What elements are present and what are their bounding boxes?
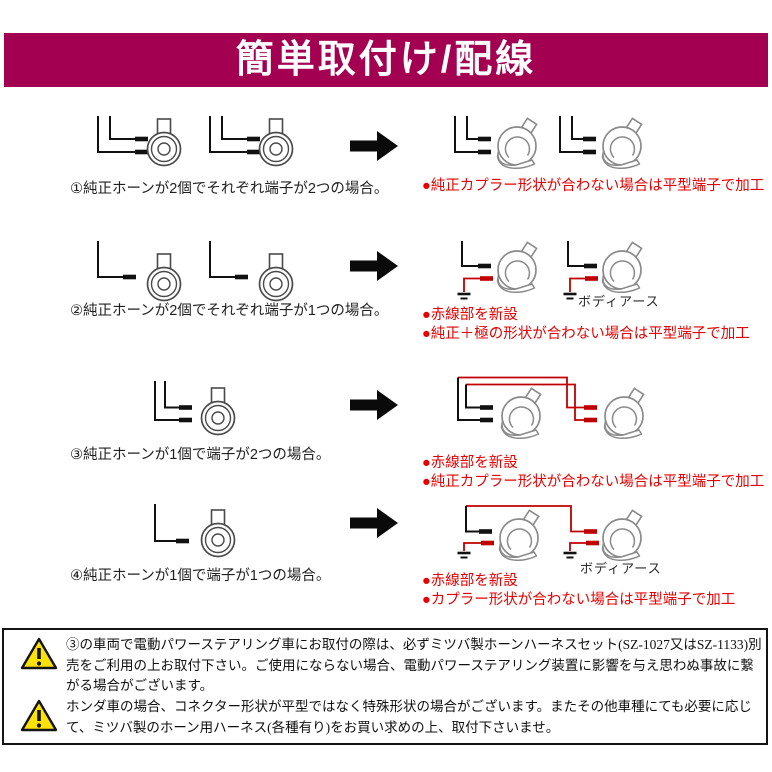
new-horn-icon xyxy=(498,509,540,562)
row3-after-diagram xyxy=(457,376,645,440)
row1-before-diagram xyxy=(97,116,294,167)
row1-caption: ①純正ホーンが2個でそれぞれ端子が2つの場合。 xyxy=(70,181,389,197)
row4-before-diagram xyxy=(154,504,236,558)
ground-icon xyxy=(456,551,472,559)
new-horn-icon xyxy=(603,387,645,440)
page-title: 簡単取付け/配線 xyxy=(235,39,537,81)
row3-caption: ③純正ホーンが1個で端子が2つの場合。 xyxy=(70,447,331,463)
row2-before-diagram xyxy=(97,241,294,302)
row2-note: ●純正＋極の形状が合わない場合は平型端子で加工 xyxy=(422,326,750,342)
row4-note: ●赤線部を新設 xyxy=(422,573,518,589)
warning-triangle-icon xyxy=(20,699,58,732)
arrow-right-icon xyxy=(350,251,398,281)
warning-text: ホンダ車の場合、コネクター形状が平型ではなく特殊形状の場合がございます。またその… xyxy=(66,699,752,735)
stock-horn-icon xyxy=(146,253,182,302)
new-horn-icon xyxy=(500,387,542,440)
new-red-wires xyxy=(463,276,598,292)
row1-after-diagram xyxy=(454,116,643,170)
stock-horn-icon xyxy=(258,118,294,167)
row4-note: ●カプラー形状が合わない場合は平型端子で加工 xyxy=(422,592,736,608)
row2-ground-label: ボディアース xyxy=(578,294,660,309)
stock-horn-icon xyxy=(258,253,294,302)
stock-horn-icon xyxy=(200,509,236,558)
stock-horn-icon xyxy=(146,118,182,167)
arrow-right-icon xyxy=(350,131,398,161)
new-red-wires xyxy=(458,376,597,423)
new-horn-icon xyxy=(496,241,538,294)
new-horn-icon xyxy=(601,117,643,170)
wiring-diagram xyxy=(97,116,645,562)
stock-horn-icon xyxy=(200,387,236,436)
header-banner: 簡単取付け/配線 xyxy=(4,33,768,87)
row2-after-diagram xyxy=(456,241,643,300)
row3-note: ●純正カプラー形状が合わない場合は平型端子で加工 xyxy=(422,474,765,490)
row4-caption: ④純正ホーンが1個で端子が1つの場合。 xyxy=(70,568,331,584)
ground-icon xyxy=(562,551,578,559)
row1-note: ●純正カプラー形状が合わない場合は平型端子で加工 xyxy=(422,178,765,194)
row2-note: ●赤線部を新設 xyxy=(422,307,518,323)
row4-after-diagram xyxy=(456,505,643,562)
warning-text: ③の車両で電動パワーステアリング車にお取付の際は、必ずミツバ製ホーンハーネスセッ… xyxy=(66,637,762,694)
caution-box: ③の車両で電動パワーステアリング車にお取付の際は、必ずミツバ製ホーンハーネスセッ… xyxy=(2,628,768,745)
new-horn-icon xyxy=(601,241,643,294)
arrow-right-icon xyxy=(350,390,398,420)
row4-ground-label: ボディアース xyxy=(580,561,662,576)
row3-note: ●赤線部を新設 xyxy=(422,455,518,471)
ground-icon xyxy=(456,292,472,300)
row2-caption: ②純正ホーンが2個でそれぞれ端子が1つの場合。 xyxy=(70,303,389,319)
new-horn-icon xyxy=(601,509,643,562)
row3-before-diagram xyxy=(154,381,236,436)
new-red-wires xyxy=(463,505,599,551)
new-horn-icon xyxy=(496,117,538,170)
arrow-right-icon xyxy=(350,508,398,538)
ground-icon xyxy=(562,292,578,300)
warning-triangle-icon xyxy=(20,637,58,670)
